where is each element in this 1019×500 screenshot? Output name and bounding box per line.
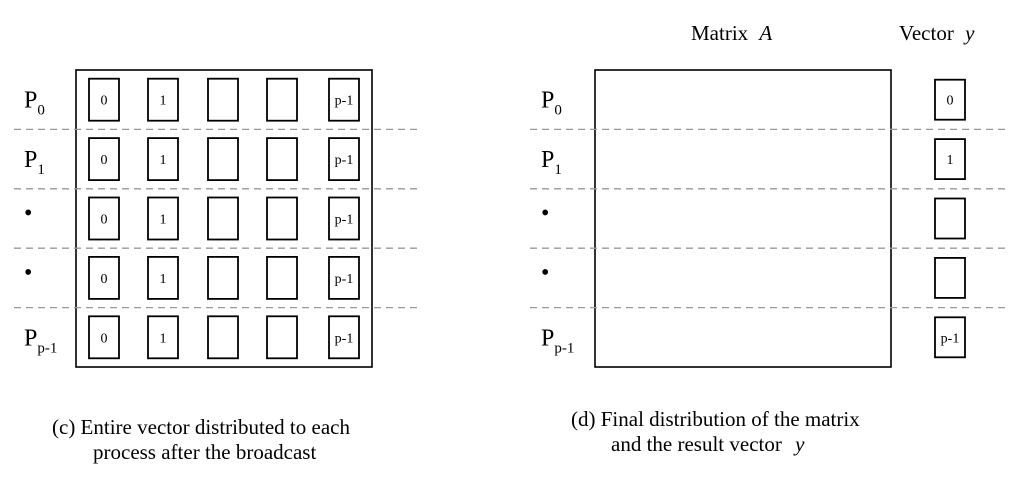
panel-c-vector-cell: [266, 77, 298, 122]
panel-c-vector-cell: [147, 137, 179, 182]
panel-c-vector-cell: [147, 315, 179, 360]
vector-y-cell: [934, 316, 966, 359]
panel-c-vector-cell: [147, 77, 179, 122]
panel-c-vector-cell-label: 0: [101, 153, 108, 168]
matrix-a-header: Matrix A: [691, 21, 772, 45]
vector-y-cell-label: 1: [947, 153, 954, 168]
panel-c-vector-cell: [266, 137, 298, 182]
panel-c-row-label-0-subscript: 0: [37, 103, 45, 119]
panel-c-row-label-4-subscript: p-1: [37, 340, 57, 356]
panel-c-vector-cell-label: p-1: [335, 331, 354, 346]
panel-c-vector-cell: [207, 255, 239, 300]
panel-c-vector-cell: [266, 315, 298, 360]
panel-d-row-label-0: P0: [541, 88, 562, 119]
panel-d-caption-line2-text: and the result vector: [611, 432, 782, 456]
panel-c-vector-cell: [88, 255, 120, 300]
panel-c-row-label-4-main: P: [24, 325, 37, 351]
panel-c-vector-cell-label: 0: [101, 213, 108, 228]
panel-c-vector-cell: [88, 196, 120, 241]
panel-d-row-label-0-main: P: [541, 88, 554, 114]
panel-c-vector-cell-label: 1: [160, 213, 167, 228]
vector-y-cell: [934, 78, 966, 121]
panel-c-vector-cell: [328, 315, 360, 360]
vector-y-header-label: Vector: [899, 21, 954, 45]
panel-c-vector-cell: [266, 196, 298, 241]
vector-y-cell: [934, 138, 966, 181]
vector-y-cell: [934, 197, 966, 240]
panel-d-caption-line2: and the result vector y: [611, 432, 805, 456]
panel-c-vector-cell: [88, 315, 120, 360]
panel-c-row-label-0: P0: [24, 88, 45, 119]
vector-y-cell-label: 0: [947, 94, 954, 109]
panel-d-row-label-1-subscript: 1: [554, 162, 562, 178]
panel-d-row-label-4: Pp-1: [541, 325, 574, 356]
panel-c-vector-cell-label: 1: [160, 272, 167, 287]
vector-y-header-var: y: [963, 21, 975, 45]
panel-c-vector-cell: [88, 77, 120, 122]
panel-d-caption-line1: (d) Final distribution of the matrix: [571, 407, 860, 431]
vector-y-cell: [934, 256, 966, 299]
panel-c-vector-cell: [328, 196, 360, 241]
panel-c-vector-cell: [147, 255, 179, 300]
panel-c-vector-cell: [266, 255, 298, 300]
panel-d-row-label-2-main: •: [541, 201, 549, 227]
panel-c-vector-cell: [207, 315, 239, 360]
panel-c-row-label-1-subscript: 1: [37, 162, 45, 178]
panel-d-row-label-4-subscript: p-1: [554, 340, 574, 356]
panel-c-matrix-outline: [75, 69, 373, 368]
panel-c-vector-cell: [147, 196, 179, 241]
panel-c-vector-cell-label: 0: [101, 272, 108, 287]
panel-c-row-label-1-main: P: [24, 147, 37, 173]
panel-c-caption-line1: (c) Entire vector distributed to each: [52, 415, 350, 439]
panel-c-vector-cell-label: p-1: [335, 213, 354, 228]
panel-c-vector-cell: [328, 137, 360, 182]
panel-c-vector-cell: [207, 137, 239, 182]
panel-c-vector-cell-label: p-1: [335, 272, 354, 287]
panel-d-row-label-4-main: P: [541, 325, 554, 351]
panel-d-row-label-1-main: P: [541, 147, 554, 173]
panel-c-vector-cell-label: 1: [160, 94, 167, 109]
panel-d-caption-line2-var: y: [793, 432, 805, 456]
panel-c-vector-cell-label: p-1: [335, 94, 354, 109]
panel-c-row-label-2: •: [24, 201, 32, 227]
panel-c-row-label-3-main: •: [24, 260, 32, 286]
panel-d-row-label-3: •: [541, 260, 549, 286]
panel-c-vector-cell: [328, 255, 360, 300]
panel-c-row-label-2-main: •: [24, 201, 32, 227]
panel-c-vector-cell: [328, 77, 360, 122]
panel-c-vector-cell: [207, 196, 239, 241]
panel-c-vector-cell-label: 1: [160, 153, 167, 168]
panel-c-vector-cell-label: p-1: [335, 153, 354, 168]
panel-c-row-label-4: Pp-1: [24, 325, 57, 356]
matrix-a-box: [594, 69, 892, 368]
vector-y-header: Vector y: [899, 21, 975, 45]
panel-c-vector-cell: [88, 137, 120, 182]
panel-d-row-label-2: •: [541, 201, 549, 227]
panel-d-row-label-1: P1: [541, 147, 562, 178]
matrix-a-header-label: Matrix: [691, 21, 749, 45]
vector-y-cell-label: p-1: [941, 331, 960, 346]
panel-c-vector-cell-label: 0: [101, 94, 108, 109]
panel-c-vector-cell-label: 1: [160, 331, 167, 346]
panel-c-row-label-0-main: P: [24, 88, 37, 114]
panel-c-vector-cell-label: 0: [101, 331, 108, 346]
panel-d-row-label-0-subscript: 0: [554, 103, 562, 119]
panel-c-caption-line2: process after the broadcast: [93, 440, 316, 464]
panel-c-row-label-3: •: [24, 260, 32, 286]
panel-c-vector-cell: [207, 77, 239, 122]
panel-c-row-label-1: P1: [24, 147, 45, 178]
matrix-a-header-var: A: [757, 21, 772, 45]
panel-d-row-label-3-main: •: [541, 260, 549, 286]
